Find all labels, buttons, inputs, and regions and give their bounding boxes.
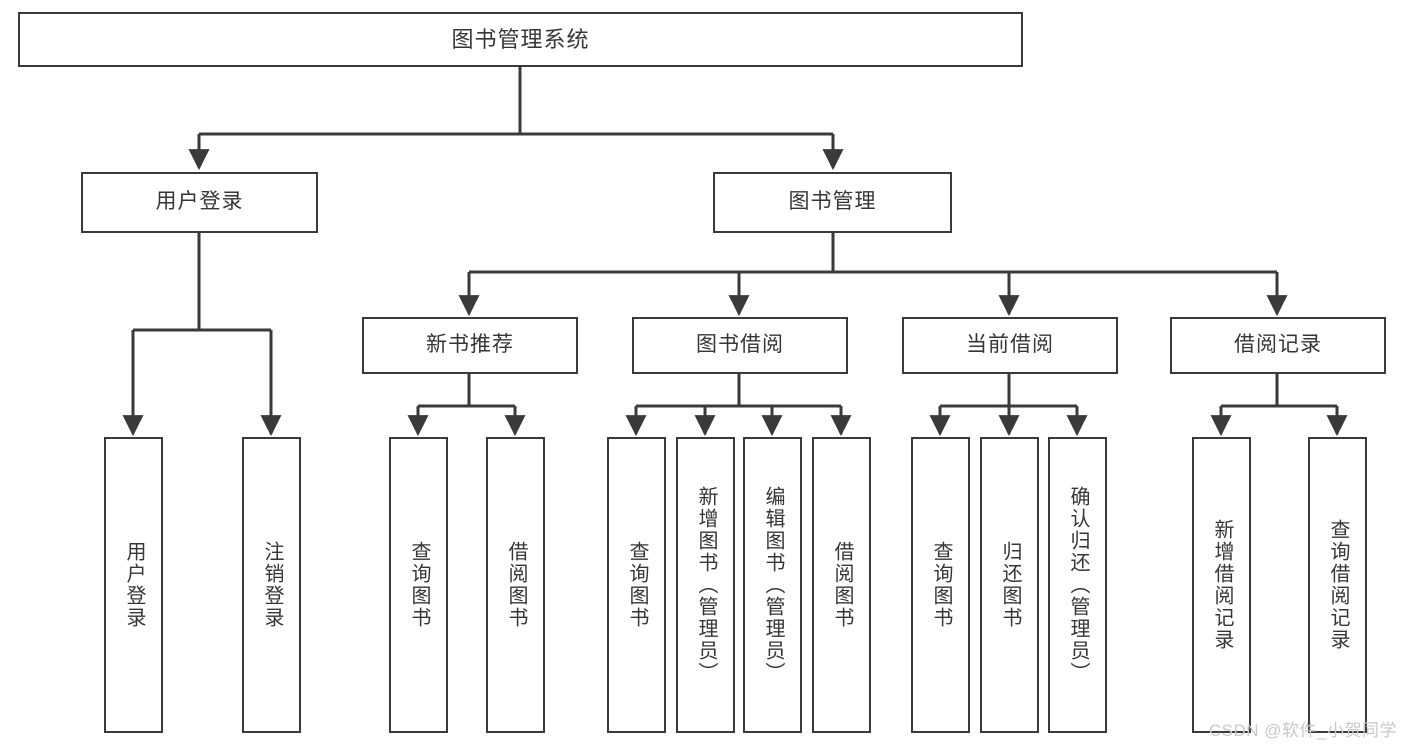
leaf-current-borrow-return-book[interactable]: 归还图书 (980, 437, 1039, 733)
leaf-book-borrow-query-book[interactable]: 查询图书 (607, 437, 666, 733)
node-label: 借阅记录 (1234, 333, 1322, 357)
node-label: 编辑图书（管理员） (762, 486, 784, 684)
node-borrow-record[interactable]: 借阅记录 (1170, 317, 1386, 374)
leaf-new-book-query-book[interactable]: 查询图书 (389, 437, 448, 733)
leaf-borrow-record-add-record[interactable]: 新增借阅记录 (1192, 437, 1251, 733)
csdn-watermark: CSDN @软件_小贺同学 (1208, 721, 1397, 740)
node-label: 借阅图书 (831, 541, 853, 629)
node-user-login[interactable]: 用户登录 (81, 172, 318, 233)
node-label: 注销登录 (261, 541, 283, 629)
node-new-book-recommendation[interactable]: 新书推荐 (362, 317, 578, 374)
node-label: 查询借阅记录 (1327, 519, 1349, 651)
node-label: 图书管理 (788, 190, 877, 214)
node-book-management[interactable]: 图书管理 (713, 172, 952, 233)
node-label: 用户登录 (123, 541, 145, 629)
node-label: 查询图书 (408, 541, 430, 629)
node-label: 归还图书 (999, 541, 1021, 629)
leaf-user-login-logout[interactable]: 注销登录 (242, 437, 301, 733)
leaf-user-login-login[interactable]: 用户登录 (104, 437, 163, 733)
leaf-book-borrow-borrow-book[interactable]: 借阅图书 (812, 437, 871, 733)
leaf-current-borrow-confirm-return-admin[interactable]: 确认归还（管理员） (1048, 437, 1107, 733)
node-label: 新增图书（管理员） (695, 486, 717, 684)
leaf-book-borrow-edit-book-admin[interactable]: 编辑图书（管理员） (743, 437, 802, 733)
node-label: 查询图书 (930, 541, 952, 629)
node-label: 图书借阅 (696, 333, 784, 357)
node-label: 借阅图书 (505, 541, 527, 629)
node-root-book-management-system[interactable]: 图书管理系统 (18, 12, 1023, 67)
node-current-borrow[interactable]: 当前借阅 (902, 317, 1118, 374)
node-label: 查询图书 (626, 541, 648, 629)
node-book-borrow[interactable]: 图书借阅 (632, 317, 848, 374)
leaf-new-book-borrow-book[interactable]: 借阅图书 (486, 437, 545, 733)
leaf-current-borrow-query-book[interactable]: 查询图书 (911, 437, 970, 733)
node-label: 新书推荐 (426, 333, 514, 357)
leaf-borrow-record-query-record[interactable]: 查询借阅记录 (1308, 437, 1367, 733)
node-label: 图书管理系统 (451, 26, 590, 52)
node-label: 确认归还（管理员） (1067, 486, 1089, 684)
leaf-book-borrow-add-book-admin[interactable]: 新增图书（管理员） (676, 437, 735, 733)
node-label: 用户登录 (155, 190, 244, 214)
node-label: 新增借阅记录 (1211, 519, 1233, 651)
node-label: 当前借阅 (966, 333, 1054, 357)
